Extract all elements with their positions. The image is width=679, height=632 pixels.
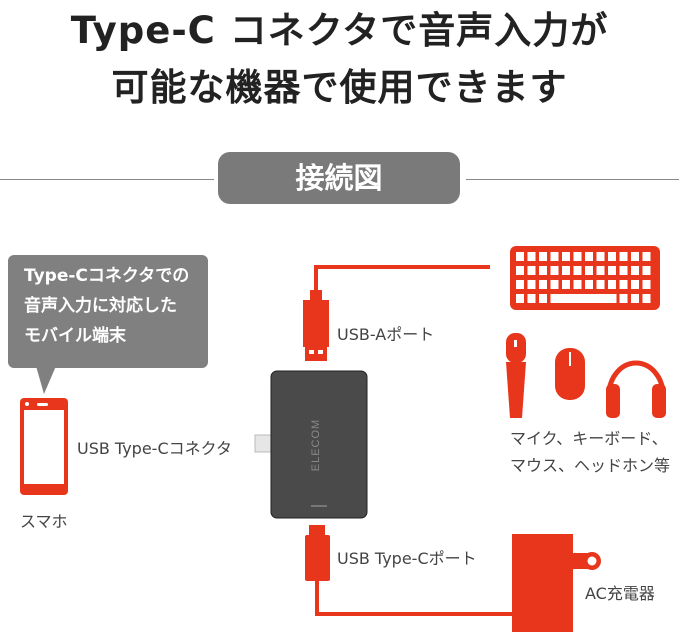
key bbox=[608, 280, 616, 289]
key bbox=[539, 266, 547, 275]
smartphone-label: スマホ bbox=[20, 512, 68, 531]
divider-left bbox=[0, 179, 214, 180]
usb-a-port-label: USB-Aポート bbox=[337, 325, 435, 344]
key bbox=[585, 280, 593, 289]
key bbox=[516, 266, 524, 275]
key bbox=[550, 280, 559, 289]
key bbox=[585, 266, 593, 275]
key bbox=[527, 266, 536, 275]
headphones-icon bbox=[606, 360, 666, 418]
key bbox=[550, 252, 559, 261]
key bbox=[573, 266, 582, 275]
usb-a-cable-icon bbox=[303, 265, 490, 361]
key bbox=[562, 280, 570, 289]
key bbox=[527, 252, 536, 261]
devices-label-line-2: マウス、ヘッドホン等 bbox=[510, 456, 671, 475]
key bbox=[631, 266, 639, 275]
key bbox=[619, 294, 628, 303]
key bbox=[619, 266, 628, 275]
microphone-icon bbox=[506, 333, 526, 418]
ac-charger-label: AC充電器 bbox=[585, 584, 655, 603]
key bbox=[619, 280, 628, 289]
usb-c-plug-icon bbox=[254, 434, 273, 453]
key bbox=[642, 280, 651, 289]
key bbox=[527, 294, 536, 303]
key bbox=[562, 252, 570, 261]
key bbox=[562, 266, 570, 275]
key bbox=[516, 252, 524, 261]
key bbox=[642, 294, 651, 303]
hub-device: ELECOM bbox=[270, 370, 368, 519]
bubble-line-2: 音声入力に対応した bbox=[24, 296, 177, 316]
usb-c-port-label: USB Type-Cポート bbox=[337, 549, 477, 568]
speech-bubble: Type-Cコネクタでの 音声入力に対応した モバイル端末 bbox=[8, 255, 208, 368]
bubble-tail bbox=[36, 366, 56, 394]
key bbox=[550, 266, 559, 275]
usb-c-cable-icon bbox=[305, 525, 514, 616]
key bbox=[539, 252, 547, 261]
keyboard-icon bbox=[510, 246, 660, 310]
usb-c-connector-label: USB Type-Cコネクタ bbox=[77, 439, 232, 458]
key bbox=[573, 252, 582, 261]
key bbox=[585, 252, 593, 261]
key bbox=[527, 280, 536, 289]
key bbox=[550, 294, 617, 303]
key bbox=[642, 266, 651, 275]
key bbox=[516, 294, 524, 303]
key bbox=[573, 280, 582, 289]
key bbox=[631, 294, 639, 303]
section-label: 接続図 bbox=[218, 152, 460, 204]
bubble-line-3: モバイル端末 bbox=[24, 326, 126, 346]
key bbox=[596, 252, 605, 261]
brand-logo: ELECOM bbox=[310, 419, 322, 471]
key bbox=[608, 252, 616, 261]
divider-right bbox=[466, 179, 679, 180]
key bbox=[539, 294, 547, 303]
ac-charger-icon bbox=[512, 534, 601, 632]
headline-line-1: Type-C コネクタで音声入力が bbox=[70, 9, 609, 52]
headline-line-2: 可能な機器で使用できます bbox=[111, 66, 568, 109]
key bbox=[642, 252, 651, 261]
bubble-line-1: Type-Cコネクタでの bbox=[24, 266, 190, 286]
key bbox=[631, 252, 639, 261]
key bbox=[596, 266, 605, 275]
mouse-icon bbox=[555, 348, 585, 400]
smartphone-icon bbox=[20, 398, 68, 495]
key bbox=[539, 280, 547, 289]
key bbox=[596, 280, 605, 289]
key bbox=[619, 252, 628, 261]
key bbox=[608, 266, 616, 275]
devices-label-line-1: マイク、キーボード、 bbox=[510, 429, 668, 448]
key bbox=[631, 280, 639, 289]
key bbox=[516, 280, 524, 289]
